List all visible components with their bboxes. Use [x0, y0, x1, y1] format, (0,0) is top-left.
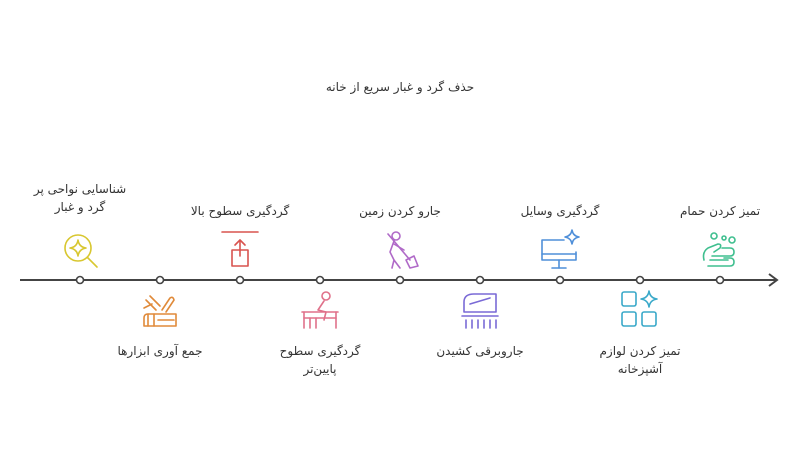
- upload-arrow-icon: [220, 230, 260, 270]
- timeline-marker: [235, 275, 245, 285]
- monitor-sparkle-icon: [540, 229, 580, 270]
- timeline-marker: [475, 275, 485, 285]
- step-label-6: جاروبرقی کشیدن: [436, 344, 524, 358]
- timeline-marker: [555, 275, 565, 285]
- timeline-marker: [155, 275, 165, 285]
- person-at-desk-icon: [300, 290, 340, 330]
- step-label-5: جارو کردن زمین: [359, 204, 441, 218]
- timeline-arrowhead: [768, 273, 779, 287]
- grid-sparkle-icon: [620, 290, 660, 330]
- vacuum-cleaner-icon: [460, 290, 500, 330]
- timeline-marker: [395, 275, 405, 285]
- timeline-marker: [315, 275, 325, 285]
- timeline-marker: [75, 275, 85, 285]
- person-broom-icon: [380, 230, 420, 270]
- step-label-9: تمیز کردن حمام: [679, 204, 761, 218]
- tools-icon: [140, 290, 180, 330]
- timeline-marker: [635, 275, 645, 285]
- timeline-marker: [715, 275, 725, 285]
- sparkle-search-icon: [60, 230, 100, 270]
- step-label-3: گردگیری سطوح بالا: [190, 204, 290, 218]
- step-label-7: گردگیری وسایل: [520, 204, 600, 218]
- diagram-title: حذف گرد و غبار سریع از خانه: [325, 80, 475, 94]
- washing-hands-icon: [700, 230, 740, 270]
- step-label-2: جمع آوری ابزارها: [117, 344, 203, 358]
